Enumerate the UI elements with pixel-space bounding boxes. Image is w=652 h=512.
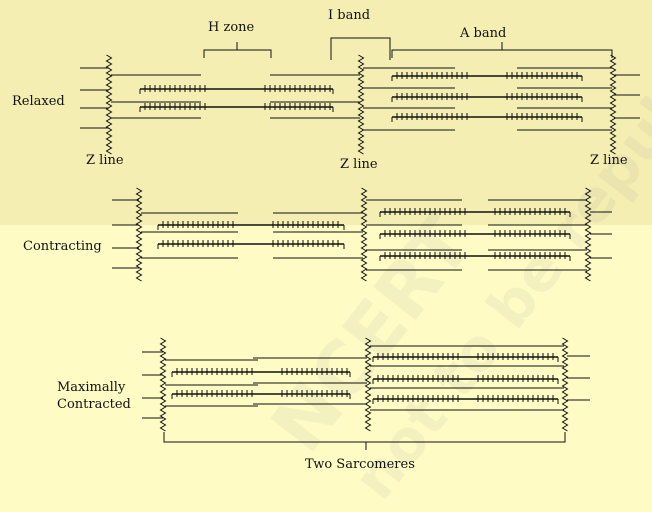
two-sarcomeres-label: Two Sarcomeres [305,457,415,472]
relaxed-label: Relaxed [12,94,65,109]
a-band-label: A band [460,26,507,41]
z-line [135,187,143,282]
a-band-bracket [391,49,613,58]
z-line [609,54,617,155]
z-line [364,337,372,432]
z-line-right-label: Z line [590,153,628,168]
i-band-bracket [330,37,391,60]
i-band-label: I band [328,8,371,23]
maximally-label: Maximally [57,380,126,395]
relaxed-panel-background [0,0,652,225]
contracted-label: Contracted [57,397,131,412]
z-line-mid-label: Z line [340,157,378,172]
z-line [159,337,167,432]
h-zone-bracket [203,49,272,58]
z-line-left-label: Z line [86,153,124,168]
z-line [105,54,113,155]
sarcomere-drawing [80,37,640,450]
h-zone-label: H zone [208,20,255,35]
z-line [561,337,569,432]
contracting-label: Contracting [23,239,102,254]
z-line [360,187,368,282]
z-line [584,187,592,282]
two-sarcomeres-bracket [163,432,566,443]
z-line [357,54,365,155]
